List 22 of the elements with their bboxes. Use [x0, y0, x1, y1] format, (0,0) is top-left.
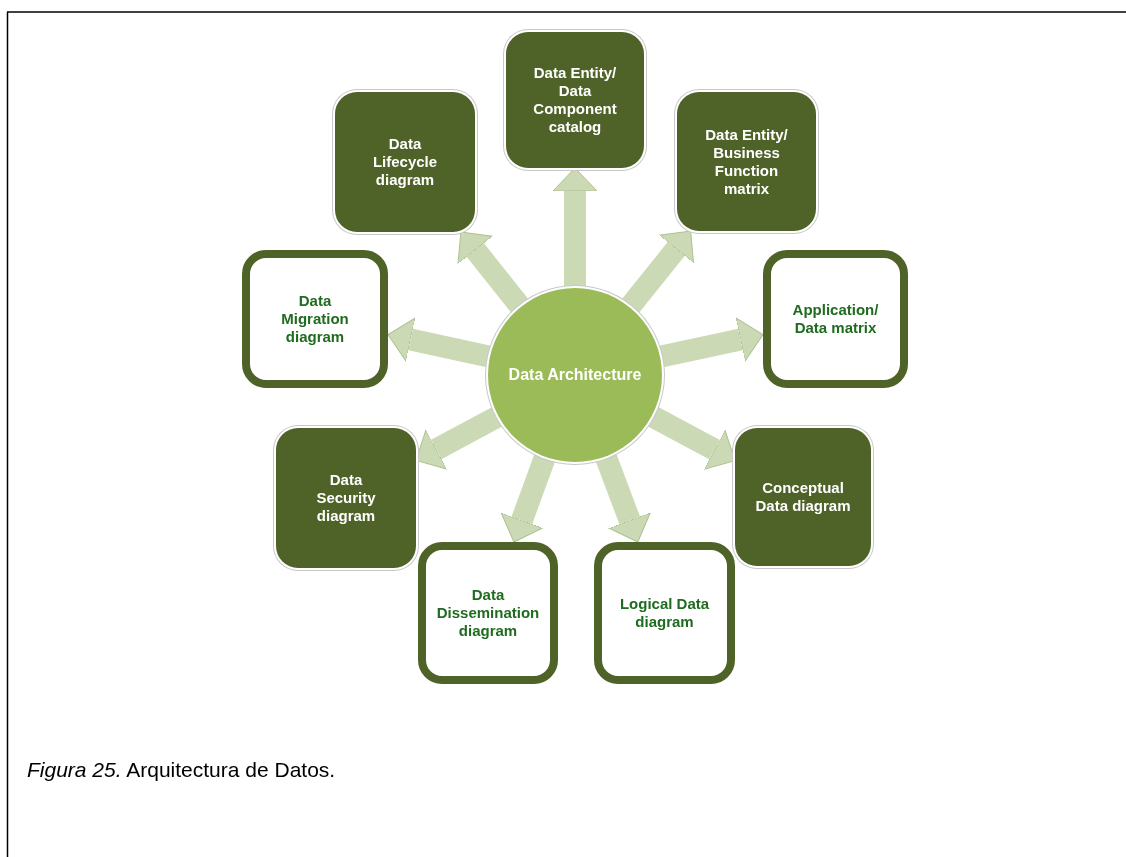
block-arrow	[595, 452, 651, 543]
node-label: Data Entity/ Data Component catalog	[532, 64, 618, 136]
outlined-rounded-box	[242, 250, 388, 388]
node-label: Data Security diagram	[315, 471, 377, 525]
filled-rounded-box	[677, 92, 816, 231]
node-label: Data Dissemination diagram	[435, 586, 541, 640]
filled-rounded-box	[506, 32, 644, 168]
node-label: Application/ Data matrix	[791, 301, 880, 337]
filled-rounded-box	[335, 92, 475, 232]
outlined-rounded-box	[763, 250, 908, 388]
node-label: Data Migration diagram	[280, 292, 350, 346]
node-label: Data Architecture	[508, 365, 642, 385]
node-label: Data Entity/ Business Function matrix	[704, 125, 789, 198]
node-label: Logical Data diagram	[618, 595, 711, 631]
block-arrow	[457, 231, 530, 314]
outlined-rounded-box	[594, 542, 735, 684]
outlined-rounded-box	[418, 542, 558, 684]
node-label: Conceptual Data diagram	[754, 479, 852, 515]
filled-rounded-box	[735, 428, 871, 566]
node-label: Data Lifecycle diagram	[371, 135, 439, 189]
figure-caption: Figura 25. Arquitectura de Datos.	[27, 758, 336, 782]
filled-rounded-box	[276, 428, 416, 568]
